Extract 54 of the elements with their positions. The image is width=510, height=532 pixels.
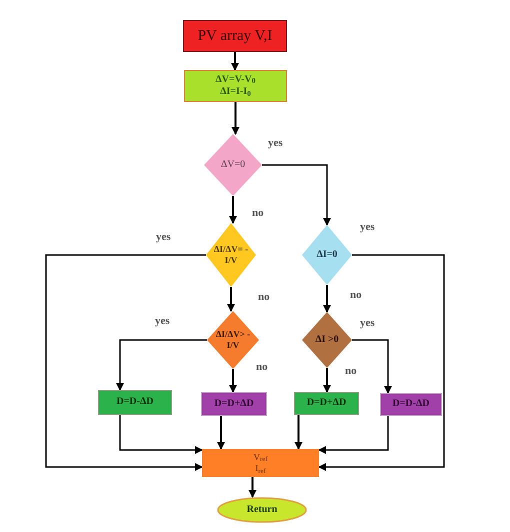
- process-box: [201, 392, 267, 416]
- node-text: ΔI/ΔV= - I/V: [212, 244, 250, 266]
- arrow: [45, 254, 206, 471]
- process-box: [202, 449, 319, 477]
- arrow: [262, 164, 331, 226]
- node-text: PV array V,I: [198, 26, 272, 46]
- arrow: [318, 254, 445, 471]
- edge-label: yes: [155, 316, 170, 327]
- decision-diamond: [206, 223, 256, 287]
- edge-label: yes: [360, 222, 375, 233]
- edge-label: no: [252, 208, 264, 219]
- edge-label: yes: [268, 138, 283, 149]
- decision-diamond: [302, 312, 352, 368]
- process-box: [294, 392, 359, 415]
- process-box: [184, 70, 287, 102]
- node-text: ΔI=0: [316, 248, 338, 262]
- edge-label: yes: [156, 232, 171, 243]
- arrow: [232, 102, 240, 135]
- edge-label: no: [345, 366, 357, 377]
- node-text: D=D+ΔD: [306, 397, 346, 410]
- terminal-ellipse: [217, 497, 307, 523]
- node-text: I$_{ref}$: [255, 463, 266, 474]
- arrow: [294, 415, 302, 450]
- node-text: ΔI/ΔV> - I/V: [214, 328, 252, 352]
- arrow: [217, 416, 225, 450]
- node-text: D=D+ΔD: [214, 398, 254, 410]
- edge-label: no: [256, 362, 268, 373]
- arrow: [323, 285, 331, 313]
- node-text: ΔV=V-V$_{0}$: [216, 74, 256, 86]
- decision-diamond: [204, 134, 262, 196]
- edge-label: yes: [360, 318, 375, 329]
- arrow: [116, 339, 207, 391]
- node-text: ΔV=0: [220, 158, 246, 172]
- edge-label: no: [350, 290, 362, 301]
- process-box: [183, 20, 287, 52]
- arrow: [119, 415, 203, 454]
- arrow: [231, 52, 239, 71]
- arrow: [352, 339, 392, 394]
- node-text: D=D-ΔD: [392, 398, 430, 411]
- arrow: [227, 287, 235, 312]
- arrow: [229, 196, 237, 224]
- arrow: [318, 416, 389, 454]
- edge-label: no: [258, 292, 270, 303]
- arrow: [323, 368, 331, 393]
- node-text: D=D-ΔD: [116, 396, 154, 409]
- node-text: ΔI >0: [315, 334, 339, 346]
- process-box: [380, 393, 442, 416]
- arrow: [248, 477, 256, 498]
- arrow: [229, 369, 237, 393]
- process-box: [98, 390, 172, 415]
- node-text: V$_{ref}$: [254, 452, 268, 463]
- node-text: Return: [246, 504, 278, 516]
- node-text: ΔI=I-I$_{0}$: [220, 86, 251, 98]
- decision-diamond: [302, 225, 352, 285]
